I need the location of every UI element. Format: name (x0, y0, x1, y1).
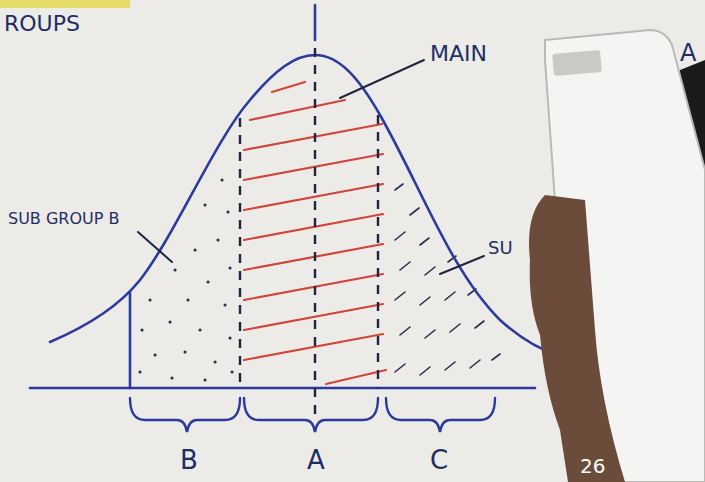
leader-line (440, 256, 484, 274)
highlight-mark (0, 0, 130, 8)
callout-text: SUB GROUP B (8, 210, 119, 228)
divider-line (129, 292, 132, 388)
subgroup-c-hatching (395, 184, 500, 375)
axis-line (30, 387, 535, 390)
center-dashed-line (314, 48, 316, 420)
bell-curve (50, 55, 560, 356)
callout-text: MAIN (430, 42, 487, 66)
leader-line (340, 60, 424, 98)
callout-text: SU (488, 238, 513, 258)
subgroup-b-dots (140, 180, 232, 380)
dashed-divider (377, 115, 379, 388)
page-number: 26 (580, 455, 605, 477)
dashed-divider (239, 118, 241, 388)
heading-letter: A (680, 40, 696, 66)
center-tick (314, 5, 317, 40)
group-letter: A (307, 446, 325, 475)
tablet-camera (552, 50, 602, 76)
heading-text: ROUPS (4, 12, 80, 36)
hand (529, 195, 625, 482)
group-letter: B (180, 446, 198, 475)
brace (130, 398, 240, 432)
brace (386, 398, 495, 432)
leader-line (138, 232, 172, 262)
brace (244, 398, 378, 432)
group-letter: C (430, 446, 448, 475)
